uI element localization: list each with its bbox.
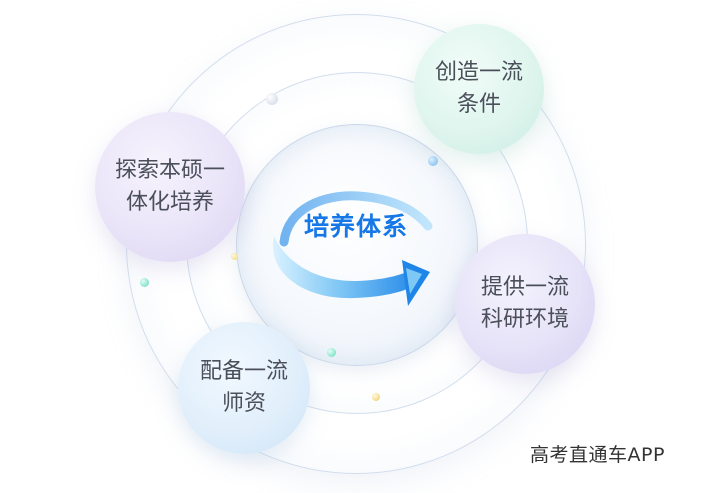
node-integrated-training: 探索本硕一 体化培养 bbox=[95, 112, 245, 262]
node-line: 探索本硕一 bbox=[114, 158, 225, 183]
ring-dot bbox=[372, 393, 380, 401]
node-line: 师资 bbox=[221, 391, 266, 416]
node-line: 科研环境 bbox=[480, 307, 569, 332]
node-faculty: 配备一流 师资 bbox=[178, 322, 310, 454]
node-research-environment: 提供一流 科研环境 bbox=[455, 234, 595, 374]
ring-dot bbox=[140, 278, 149, 287]
center-title: 培养体系 bbox=[303, 212, 408, 241]
node-line: 配备一流 bbox=[199, 359, 288, 384]
ring-dot bbox=[327, 348, 336, 357]
node-line: 条件 bbox=[456, 92, 501, 117]
ring-dot bbox=[231, 253, 238, 260]
node-line: 提供一流 bbox=[480, 275, 569, 300]
node-line: 创造一流 bbox=[434, 60, 523, 85]
circular-arrow-icon bbox=[272, 191, 433, 306]
node-create-conditions: 创造一流 条件 bbox=[414, 24, 544, 154]
ring-dot bbox=[266, 93, 278, 105]
watermark: 高考直通车APP bbox=[530, 444, 665, 466]
ring-dot bbox=[428, 156, 438, 166]
node-line: 体化培养 bbox=[125, 190, 214, 215]
